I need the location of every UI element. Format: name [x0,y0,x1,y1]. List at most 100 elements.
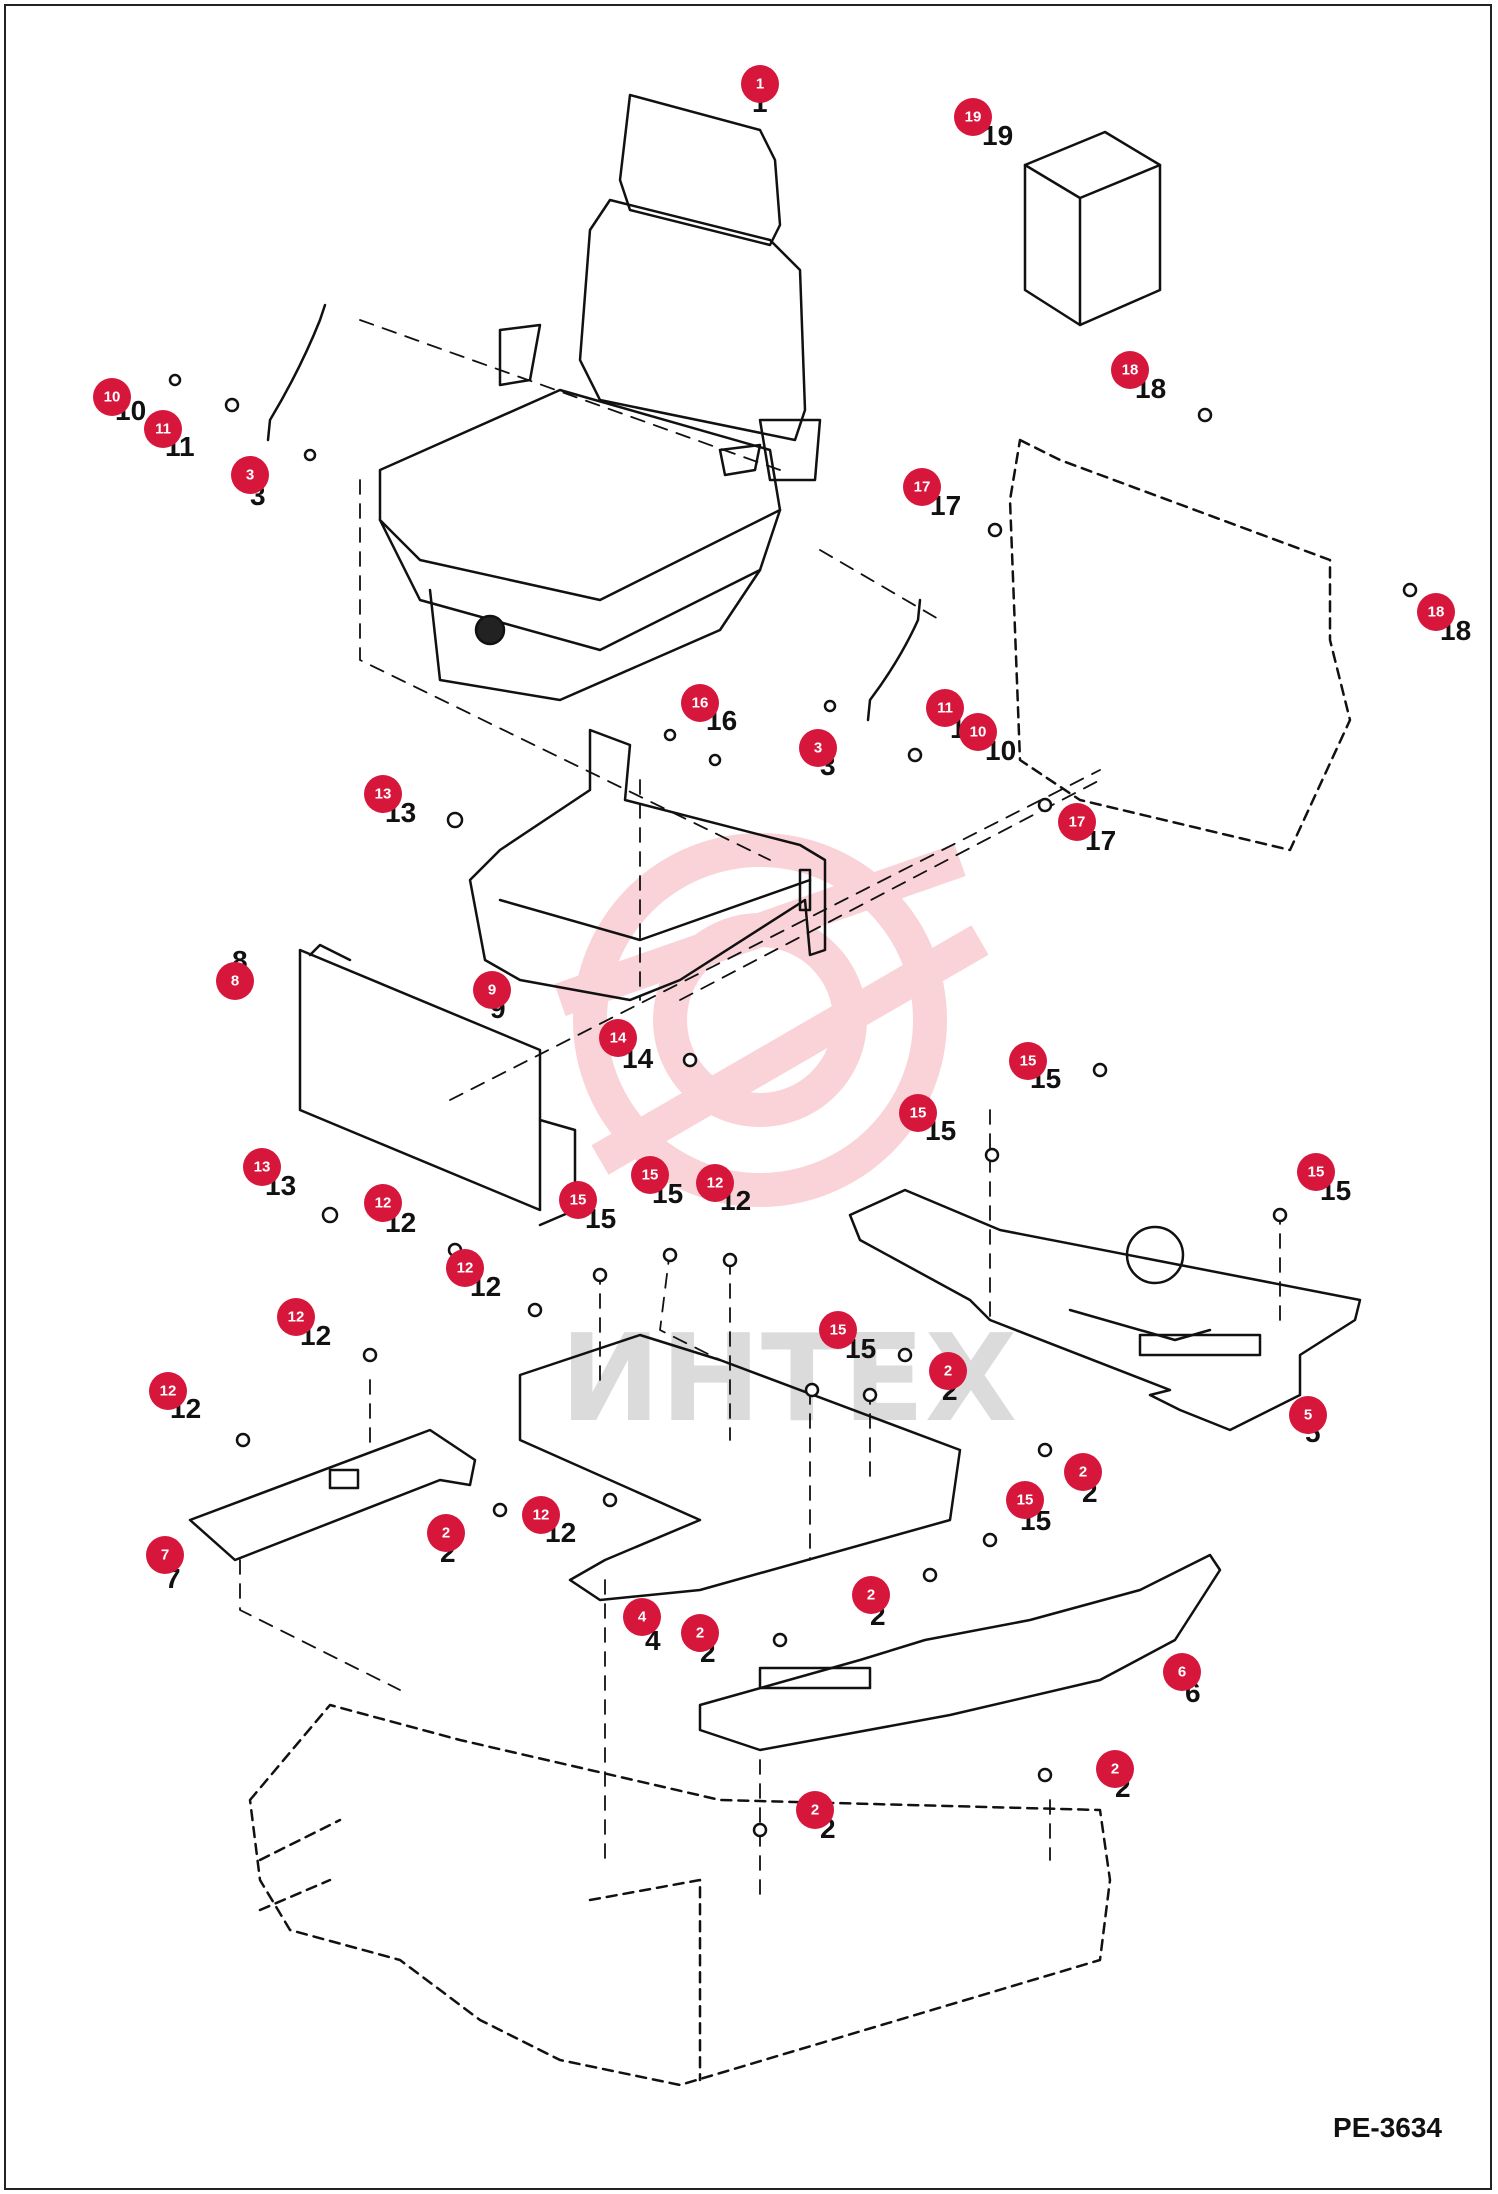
callout-circle [446,1249,484,1287]
callout-number: 12 [533,1507,550,1524]
callout-circle [146,1536,184,1574]
floor-plate-left [188,1428,477,1562]
callout-17b: 17 [1058,803,1096,841]
callout-number: 17 [914,479,931,496]
callout-4: 4 [623,1598,661,1636]
callout-3b: 3 [799,729,837,767]
callout-12d: 12 [277,1298,315,1336]
callout-15d: 15 [631,1156,669,1194]
callout-2g: 2 [1096,1750,1134,1788]
callout-number: 10 [104,389,121,406]
callout-15f: 15 [819,1311,857,1349]
callout-circle [559,1181,597,1219]
fastener-hardware [168,373,1418,1838]
callout-circle [959,713,997,751]
callout-number: 2 [867,1587,875,1604]
callout-number: 14 [610,1030,627,1047]
callout-18a: 18 [1111,351,1149,389]
callout-number: 2 [696,1625,704,1642]
callout-circle [144,410,182,448]
callout-12c: 12 [446,1249,484,1287]
callout-11b: 11 [926,689,964,727]
seat-assembly [378,93,822,702]
callout-15b: 15 [899,1094,937,1132]
callout-circle [1009,1042,1047,1080]
assembly-guide-lines [239,319,1281,1901]
callout-number: 16 [692,695,709,712]
callout-number: 12 [707,1175,724,1192]
callout-circle [473,971,511,1009]
callout-circle [522,1496,560,1534]
document-code: PE-3634 [1333,2112,1442,2143]
callout-2e: 2 [681,1614,719,1652]
callout-number: 10 [970,724,987,741]
callout-2b: 2 [1064,1453,1102,1491]
callout-circle [926,689,964,727]
upper-frame-chassis [248,438,1352,2087]
callout-circle [1417,593,1455,631]
callout-number: 8 [231,973,239,990]
callout-circle [1289,1396,1327,1434]
callout-8: 8 [216,962,254,1000]
callout-circle [1064,1453,1102,1491]
callout-number: 5 [1304,1407,1312,1424]
callout-number: 2 [944,1363,952,1380]
callout-number: 4 [638,1609,647,1626]
callout-5: 5 [1289,1396,1327,1434]
callout-16: 16 [681,684,719,722]
seat-belt-cable-left [266,303,327,442]
seat-mount-bracket [468,728,827,1002]
callout-circle [149,1372,187,1410]
callout-number: 12 [457,1260,474,1277]
callout-number: 3 [246,467,254,484]
callout-circle [599,1019,637,1057]
callout-10b: 10 [959,713,997,751]
callout-number: 17 [1069,814,1086,831]
callout-circle [1111,351,1149,389]
callout-number: 15 [1020,1053,1037,1070]
callout-circle [277,1298,315,1336]
callout-15g: 15 [1006,1481,1044,1519]
callout-number: 9 [488,982,496,999]
callout-circle [216,962,254,1000]
callout-15a: 15 [1009,1042,1047,1080]
callout-12b: 12 [696,1164,734,1202]
callout-number: 11 [155,421,171,438]
callout-number: 11 [937,700,953,717]
callout-7: 7 [146,1536,184,1574]
callout-circle [681,684,719,722]
callout-circle [903,468,941,506]
floor-plate-right [848,1188,1362,1432]
callout-15c: 15 [559,1181,597,1219]
callout-12e: 12 [149,1372,187,1410]
callout-circle [364,775,402,813]
floor-plate-center [518,1333,962,1602]
callout-12a: 12 [364,1184,402,1222]
callout-circle [1297,1153,1335,1191]
callout-circle [852,1576,890,1614]
seat-manual-box [1023,130,1162,327]
callout-circle [93,378,131,416]
callout-number: 19 [965,109,982,126]
callout-11a: 11 [144,410,182,448]
callout-number: 2 [811,1802,819,1819]
callout-number: 12 [375,1195,392,1212]
callout-number: 15 [1017,1492,1034,1509]
callout-circle [696,1164,734,1202]
callout-circle [364,1184,402,1222]
callout-number: 18 [1122,362,1139,379]
callout-2c: 2 [427,1514,465,1552]
callout-number: 2 [442,1525,450,1542]
callout-circle [929,1352,967,1390]
callout-15e: 15 [1297,1153,1335,1191]
callout-2d: 2 [852,1576,890,1614]
callout-number: 15 [642,1167,659,1184]
callout-circle [954,98,992,136]
callout-circle [681,1614,719,1652]
callout-number: 15 [1308,1164,1325,1181]
callout-circle [819,1311,857,1349]
callout-circle [741,65,779,103]
part-number-labels: 1 19 18 10 11 3 17 18 16 11 10 3 13 17 8… [115,87,1471,1844]
